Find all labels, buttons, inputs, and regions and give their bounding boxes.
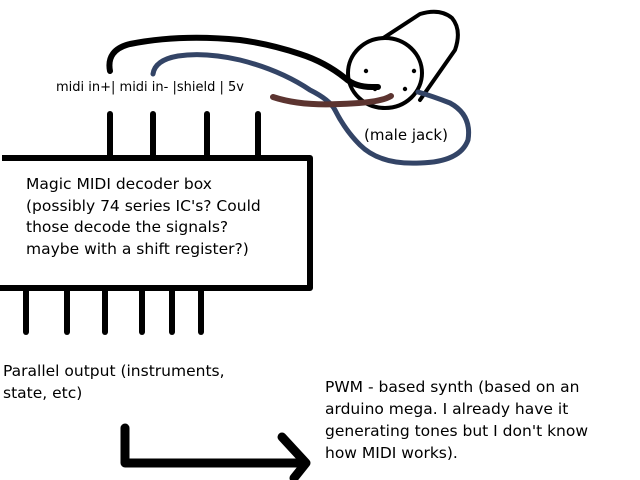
arrow-head (277, 432, 311, 480)
output-pins (23, 288, 204, 335)
input-pins (107, 111, 261, 160)
synth-label: PWM - based synth (based on an arduino m… (325, 378, 589, 462)
decoder-box (0, 155, 313, 291)
parallel-output-label: Parallel output (instruments, state, etc… (3, 362, 225, 402)
arrow-shaft (120, 423, 310, 468)
midi-jack (346, 9, 460, 110)
wire-5v (270, 93, 394, 108)
wire-midi-in-plus (106, 34, 381, 90)
jack-body (363, 9, 460, 102)
jack-pin (363, 68, 369, 74)
wire-midi-in-minus (150, 52, 472, 166)
jack-pin (411, 68, 417, 74)
arrow-to-synth (120, 423, 311, 480)
decoder-box-label: Magic MIDI decoder box (possibly 74 seri… (26, 175, 261, 258)
jack-label: (male jack) (364, 126, 448, 144)
jack-pin (402, 86, 408, 92)
pin-header-label: midi in+| midi in- |shield | 5v (56, 80, 244, 95)
